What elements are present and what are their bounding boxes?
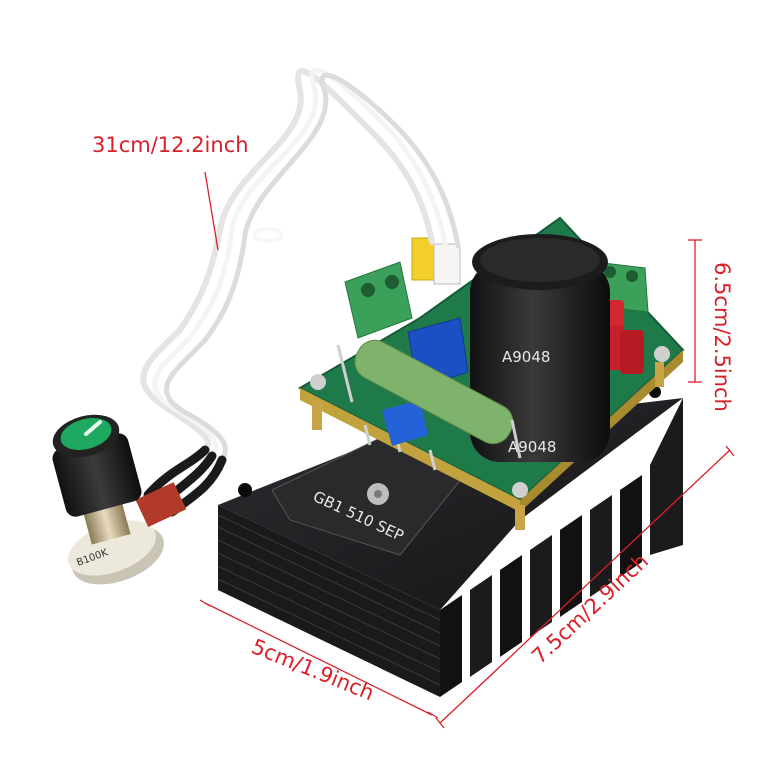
standoff	[655, 362, 664, 387]
cable	[140, 67, 461, 463]
heatsink-face-lines	[217, 514, 441, 686]
dimension-height: 6.5cm/2.5inch	[688, 239, 734, 412]
pcb-screw	[310, 374, 326, 390]
pcb-screw	[512, 482, 528, 498]
potentiometer: B100K	[52, 414, 187, 585]
power-resistor	[336, 339, 522, 459]
standoff	[312, 400, 322, 430]
dimension-cable: 31cm/12.2inch	[92, 133, 249, 251]
mount-hole	[238, 483, 252, 497]
dim-cable-length: 31cm/12.2inch	[92, 133, 249, 157]
pot-terminals	[135, 482, 187, 528]
terminal-block-left	[344, 261, 413, 339]
pcb-screw	[654, 346, 670, 362]
standoff	[515, 505, 525, 530]
bridge-rectifier: GB1 510 SEP	[271, 437, 471, 556]
capacitor-label-top: A9048	[502, 348, 550, 366]
dim-height: 6.5cm/2.5inch	[710, 262, 734, 412]
cable-tie	[252, 227, 284, 243]
wire-connector	[411, 237, 461, 285]
heatsink-fins	[440, 398, 683, 697]
knob-indicator	[84, 420, 102, 436]
